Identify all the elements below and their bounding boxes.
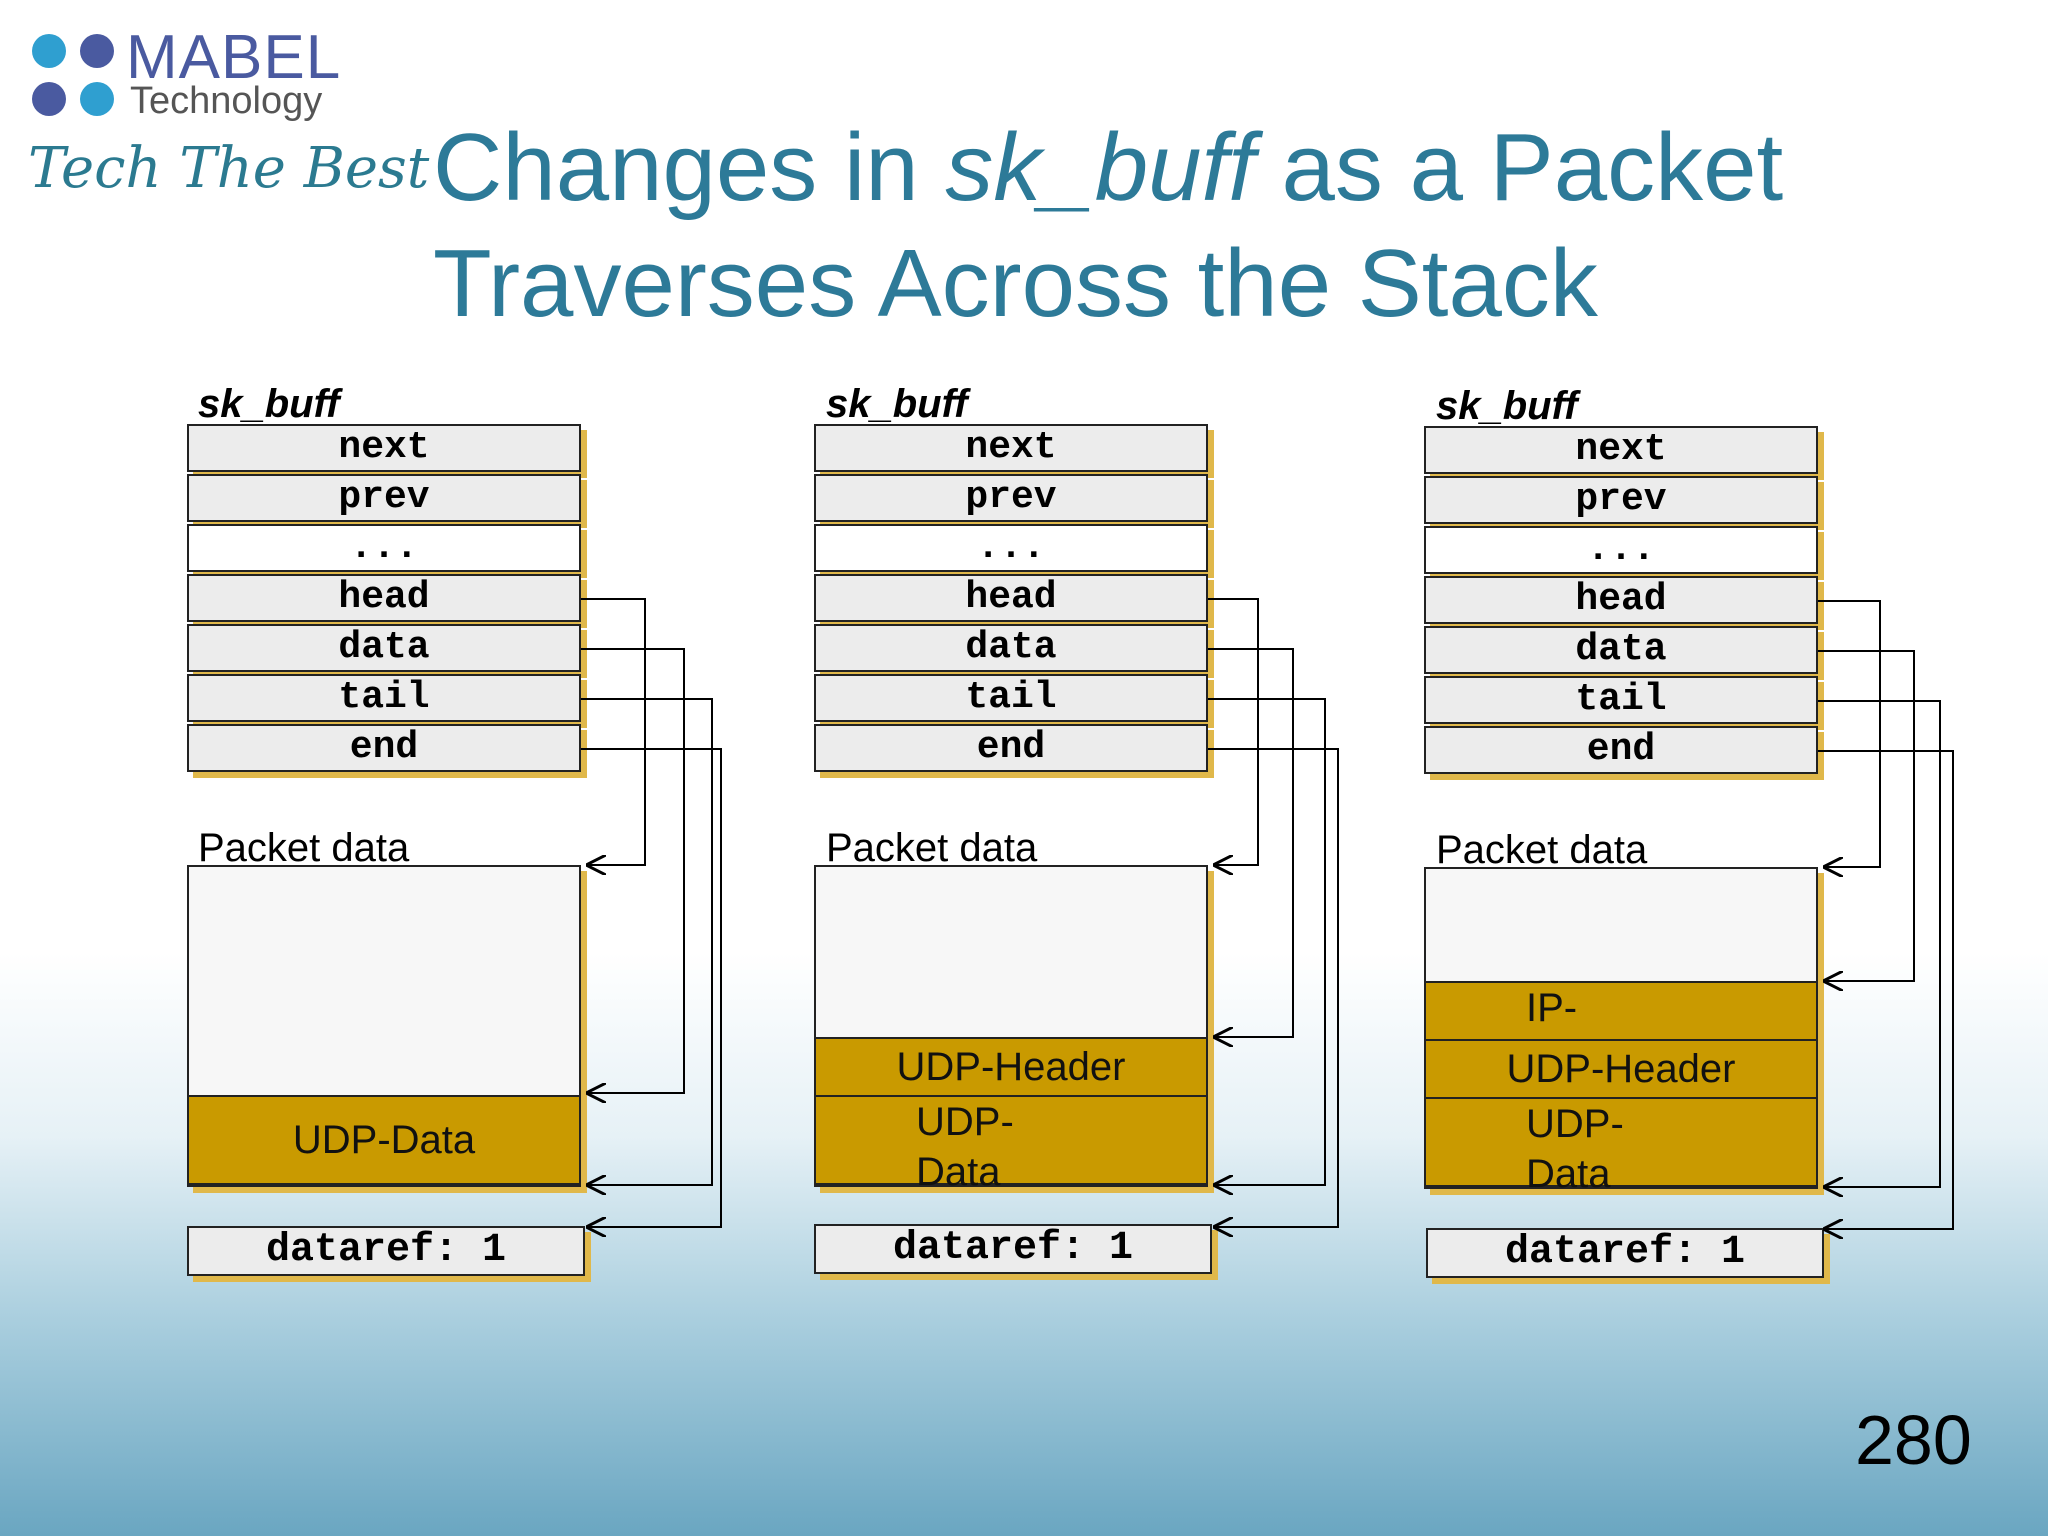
field-end: end — [187, 724, 581, 772]
struct-label: sk_buff — [826, 382, 968, 426]
field-prev: prev — [814, 474, 1208, 522]
head-pointer — [1208, 598, 1259, 865]
field-head: head — [814, 574, 1208, 622]
segment-udp-header: UDP-Header — [816, 1037, 1206, 1097]
title-line1-italic: sk_buff — [945, 114, 1255, 221]
segment-udp-data: UDP- Data — [816, 1095, 1206, 1194]
struct-label: sk_buff — [1436, 384, 1578, 428]
dataref-field: dataref: 1 — [187, 1226, 585, 1276]
segment-udp-data: UDP- Data — [1426, 1097, 1816, 1196]
packet-label: Packet data — [198, 826, 410, 870]
field-tail: tail — [1424, 676, 1818, 724]
packet-buffer: IP- Header UDP-Header UDP- Data — [1424, 867, 1818, 1196]
packet-buffer: UDP-Data — [187, 865, 581, 1187]
struct-label: sk_buff — [198, 382, 340, 426]
field-ellipsis: ... — [1424, 526, 1818, 574]
page-number: 280 — [1855, 1401, 1972, 1479]
field-end: end — [1424, 726, 1818, 774]
title-line1-pre: Changes in — [433, 114, 946, 221]
field-data: data — [187, 624, 581, 672]
segment-udp-data: UDP-Data — [189, 1095, 579, 1185]
field-next: next — [814, 424, 1208, 472]
tail-pointer — [1208, 698, 1326, 1185]
end-pointer — [1208, 748, 1339, 1227]
packet-buffer: UDP-Header UDP- Data — [814, 865, 1208, 1194]
end-pointer — [581, 748, 722, 1227]
field-ellipsis: ... — [814, 524, 1208, 572]
logo-subtitle: Technology — [130, 80, 323, 122]
field-next: next — [187, 424, 581, 472]
head-pointer — [1818, 600, 1881, 867]
logo-dot-icon — [32, 34, 66, 68]
field-end: end — [814, 724, 1208, 772]
field-data: data — [814, 624, 1208, 672]
field-prev: prev — [1424, 476, 1818, 524]
field-data: data — [1424, 626, 1818, 674]
dataref-field: dataref: 1 — [1426, 1228, 1824, 1278]
data-pointer — [1208, 648, 1294, 1037]
segment-udp-header: UDP-Header — [1426, 1039, 1816, 1099]
field-prev: prev — [187, 474, 581, 522]
logo-dot-icon — [80, 34, 114, 68]
packet-label: Packet data — [826, 826, 1038, 870]
tail-pointer — [1818, 700, 1941, 1187]
data-pointer — [1818, 650, 1915, 981]
field-ellipsis: ... — [187, 524, 581, 572]
field-tail: tail — [814, 674, 1208, 722]
tail-pointer — [581, 698, 713, 1185]
end-pointer — [1818, 750, 1954, 1229]
title-line2: Traverses Across the Stack — [433, 230, 1598, 337]
slide-title: Changes in sk_buff as a Packet Traverses… — [433, 110, 1993, 342]
field-next: next — [1424, 426, 1818, 474]
dataref-field: dataref: 1 — [814, 1224, 1212, 1274]
logo-dot-icon — [32, 82, 66, 116]
logo-brand: MABEL — [126, 23, 342, 92]
title-line1-post: as a Packet — [1254, 114, 1784, 221]
field-head: head — [1424, 576, 1818, 624]
logo-dot-icon — [80, 82, 114, 116]
field-tail: tail — [187, 674, 581, 722]
packet-label: Packet data — [1436, 828, 1648, 872]
data-pointer — [581, 648, 685, 1093]
logo-tagline: Tech The Best — [28, 136, 430, 201]
field-head: head — [187, 574, 581, 622]
head-pointer — [581, 598, 646, 865]
